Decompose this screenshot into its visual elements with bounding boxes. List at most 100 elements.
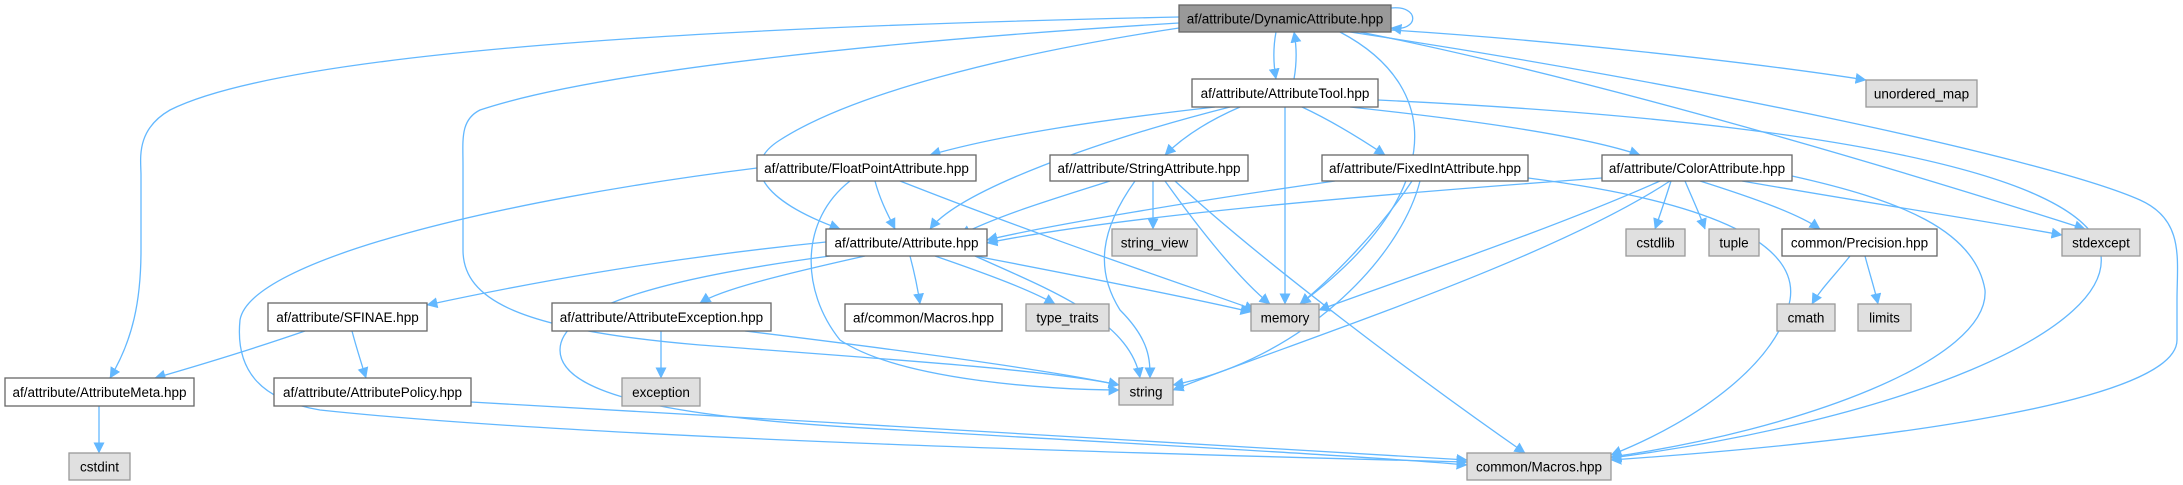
node-label: string_view xyxy=(1121,236,1189,251)
edge-dynamic-to-dynamic xyxy=(1390,7,1414,35)
node-memory: memory xyxy=(1250,303,1320,332)
edge-sfinae-to-policy xyxy=(351,330,369,379)
node-box xyxy=(1118,377,1174,406)
node-box xyxy=(267,302,428,332)
node-box xyxy=(1178,4,1392,33)
node-string: string xyxy=(1118,377,1174,406)
node-af-macros[interactable]: af/common/Macros.hpp xyxy=(844,303,1003,332)
edge-fixedint-to-common_macros xyxy=(1527,177,1792,457)
node-label: af/attribute/AttributePolicy.hpp xyxy=(283,385,462,400)
node-precision[interactable]: common/Precision.hpp xyxy=(1781,228,1938,257)
edge-color-to-string xyxy=(1172,180,1671,392)
node-label: cmath xyxy=(1788,311,1825,326)
node-box xyxy=(621,377,701,407)
node-tool[interactable]: af/attribute/AttributeTool.hpp xyxy=(1191,78,1379,108)
node-box xyxy=(1049,154,1249,182)
nodes-layer: af/attribute/DynamicAttribute.hpp af/attr… xyxy=(4,4,2141,481)
node-label: unordered_map xyxy=(1874,87,1969,102)
node-label: string xyxy=(1129,385,1162,400)
edge-color-to-tuple xyxy=(1684,180,1707,230)
node-policy[interactable]: af/attribute/AttributePolicy.hpp xyxy=(273,377,472,407)
node-attribute[interactable]: af/attribute/Attribute.hpp xyxy=(825,228,988,257)
edge-policy-to-common_macros xyxy=(470,401,1468,465)
node-label: stdexcept xyxy=(2072,236,2130,251)
node-box xyxy=(1776,303,1836,332)
node-common-macros: common/Macros.hpp xyxy=(1466,452,1612,481)
edge-color-to-cstdlib xyxy=(1653,180,1672,230)
edge-attribute-to-af_macros xyxy=(909,255,924,305)
edge-stringattr-to-common_macros xyxy=(1174,180,1526,454)
edge-floatpoint-to-memory xyxy=(899,180,1256,312)
node-label: common/Precision.hpp xyxy=(1791,236,1928,251)
node-floatpoint[interactable]: af/attribute/FloatPointAttribute.hpp xyxy=(756,154,977,182)
node-tuple: tuple xyxy=(1708,228,1760,257)
node-label: af/attribute/AttributeTool.hpp xyxy=(1201,86,1370,101)
edge-attribute-to-memory xyxy=(974,255,1252,315)
node-sfinae[interactable]: af/attribute/SFINAE.hpp xyxy=(267,302,428,332)
node-label: af/attribute/SFINAE.hpp xyxy=(276,310,419,325)
node-type-traits: type_traits xyxy=(1025,303,1110,332)
node-label: af/attribute/FixedIntAttribute.hpp xyxy=(1329,161,1521,176)
node-stdexcept: stdexcept xyxy=(2061,228,2141,257)
node-dynamic[interactable]: af/attribute/DynamicAttribute.hpp xyxy=(1178,4,1392,33)
edge-fixedint-to-attribute xyxy=(986,180,1336,243)
node-label: common/Macros.hpp xyxy=(1476,460,1602,475)
edge-dynamic-to-unordered_map xyxy=(1390,29,1867,84)
edge-dynamic-to-string xyxy=(462,22,1180,389)
node-exception-hpp[interactable]: af/attribute/AttributeException.hpp xyxy=(551,302,772,332)
node-label: af/attribute/Attribute.hpp xyxy=(834,236,978,251)
node-box xyxy=(1191,78,1379,108)
node-meta[interactable]: af/attribute/AttributeMeta.hpp xyxy=(4,377,195,407)
edge-attribute-to-type_traits xyxy=(934,255,1056,305)
node-box xyxy=(1857,303,1912,332)
node-box xyxy=(844,303,1003,332)
node-box xyxy=(1025,303,1110,332)
node-label: limits xyxy=(1869,311,1900,326)
edge-color-to-stdexcept xyxy=(1741,180,2063,239)
node-color[interactable]: af/attribute/ColorAttribute.hpp xyxy=(1601,154,1793,182)
edge-precision-to-cmath xyxy=(1811,255,1851,305)
node-label: af/attribute/FloatPointAttribute.hpp xyxy=(764,161,969,176)
node-stringattr[interactable]: af//attribute/StringAttribute.hpp xyxy=(1049,154,1249,182)
edge-color-to-precision xyxy=(1699,180,1821,230)
node-box xyxy=(1321,154,1529,182)
edge-stringattr-to-attribute xyxy=(959,180,1111,236)
edge-tool-to-stringattr xyxy=(1164,106,1241,156)
node-cstdlib: cstdlib xyxy=(1625,228,1686,257)
node-label: memory xyxy=(1261,311,1310,326)
node-box xyxy=(1466,452,1612,481)
node-box xyxy=(1250,303,1320,332)
edge-dynamic-to-stdexcept xyxy=(1359,31,2086,232)
node-box xyxy=(2061,228,2141,257)
node-box xyxy=(756,154,977,182)
node-label: af/attribute/ColorAttribute.hpp xyxy=(1609,161,1785,176)
edge-tool-to-attribute xyxy=(929,106,1231,230)
edge-color-to-common_macros xyxy=(1610,175,1986,461)
node-label: tuple xyxy=(1719,236,1748,251)
node-box xyxy=(1111,228,1198,257)
edge-floatpoint-to-attribute xyxy=(874,180,896,230)
node-string-view: string_view xyxy=(1111,228,1198,257)
node-label: af/attribute/DynamicAttribute.hpp xyxy=(1187,12,1384,27)
edge-dynamic-to-tool xyxy=(1268,31,1280,80)
edge-stringattr-to-string xyxy=(1103,180,1156,379)
node-label: af/common/Macros.hpp xyxy=(853,311,994,326)
node-box xyxy=(68,452,131,481)
edge-precision-to-limits xyxy=(1864,255,1882,305)
edge-dynamic-to-attribute xyxy=(759,27,1180,231)
edge-floatpoint-to-string xyxy=(810,180,1120,396)
node-label: type_traits xyxy=(1036,311,1099,326)
edge-attribute-to-exception_hpp xyxy=(699,255,866,304)
edge-attribute-to-sfinae xyxy=(426,241,827,309)
edge-exception_hpp-to-string xyxy=(744,330,1120,389)
node-box xyxy=(273,377,472,407)
edge-color-to-attribute xyxy=(986,177,1603,247)
edge-stringattr-to-memory xyxy=(1164,180,1271,305)
node-fixedint[interactable]: af/attribute/FixedIntAttribute.hpp xyxy=(1321,154,1529,182)
node-label: af//attribute/StringAttribute.hpp xyxy=(1057,161,1240,176)
edge-dynamic-to-memory xyxy=(1299,31,1416,305)
node-box xyxy=(1708,228,1760,257)
edge-tool-to-common_macros xyxy=(1377,99,2102,463)
node-box xyxy=(4,377,195,407)
